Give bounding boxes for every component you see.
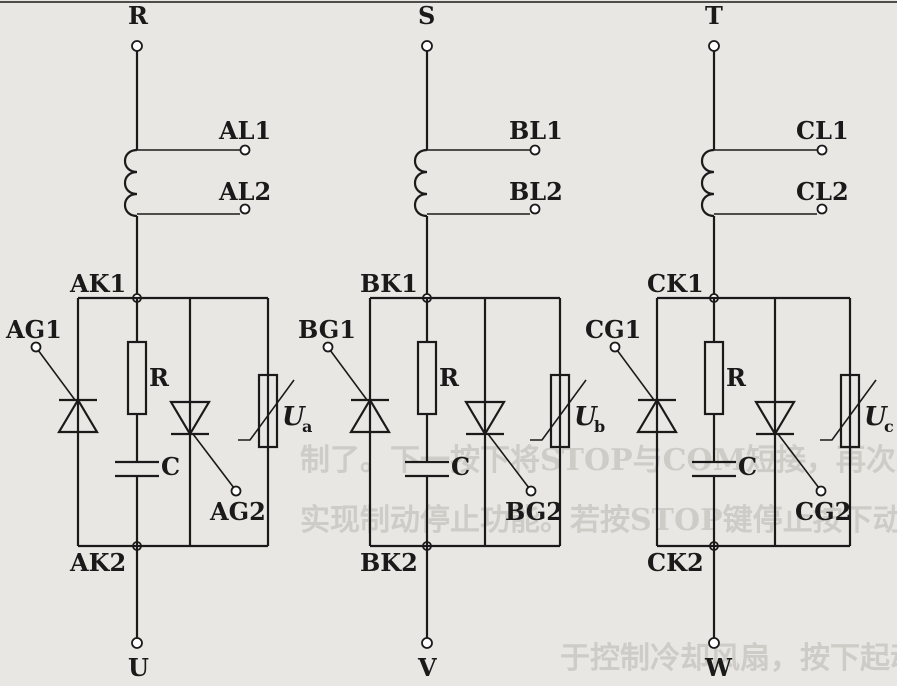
bottom-terminal <box>131 637 143 649</box>
top-node-label: AK1 <box>69 269 126 298</box>
coil-terminal-1 <box>239 144 251 156</box>
scr1-gate-terminal <box>30 341 42 353</box>
scr2-gate-lead <box>192 433 235 489</box>
scr2-gate-terminal <box>815 485 827 497</box>
bottom-node-label: AK2 <box>69 548 126 577</box>
gate1-label: AG1 <box>5 315 62 344</box>
scr1-gate-lead <box>329 349 368 401</box>
resistor <box>416 340 438 416</box>
varistor-subscript: a <box>302 417 312 436</box>
bottom-terminal-label: U <box>128 653 149 681</box>
varistor-label: U <box>864 402 888 432</box>
varistor-slash <box>530 379 587 441</box>
varistor-body <box>839 373 861 449</box>
coil-label-2: CL2 <box>796 177 849 206</box>
top-terminal-label: R <box>128 1 149 30</box>
scr1-gate-lead <box>616 349 655 401</box>
coil-terminal-2 <box>816 203 828 215</box>
coil-label-2: AL2 <box>218 177 271 206</box>
top-node-label: BK1 <box>360 269 418 298</box>
gate2-label: AG2 <box>209 497 266 526</box>
coil-terminal-1 <box>529 144 541 156</box>
varistor-label: U <box>282 402 306 432</box>
coil-label-1: AL1 <box>218 116 271 145</box>
scr1-gate-terminal <box>609 341 621 353</box>
coil-winding <box>413 148 428 218</box>
resistor-label: R <box>439 363 460 392</box>
coil-terminal-1 <box>816 144 828 156</box>
coil-winding <box>123 148 138 218</box>
gate2-label: CG2 <box>795 497 851 526</box>
coil-label-1: CL1 <box>796 116 849 145</box>
coil-label-1: BL1 <box>509 116 563 145</box>
bottom-terminal <box>421 637 433 649</box>
bottom-terminal-label: W <box>704 653 733 681</box>
scr1-gate-terminal <box>322 341 334 353</box>
scr1-gate-lead <box>37 349 76 401</box>
capacitor-label: C <box>161 452 180 481</box>
resistor <box>126 340 148 416</box>
bleed-line-2: 实现制动停止功能。若按STOP键停止按下动断点， <box>300 503 897 538</box>
top-terminal <box>708 40 720 52</box>
coil-terminal-2 <box>239 203 251 215</box>
top-terminal <box>421 40 433 52</box>
capacitor-label: C <box>738 452 757 481</box>
gate1-label: CG1 <box>585 315 641 344</box>
varistor-subscript: b <box>594 417 605 436</box>
top-terminal-label: T <box>705 1 723 30</box>
scr2-triangle <box>464 400 506 437</box>
bottom-terminal <box>708 637 720 649</box>
bottom-node-label: BK2 <box>360 548 418 577</box>
scr2-gate-lead <box>487 433 530 489</box>
scr2-gate-terminal <box>230 485 242 497</box>
scr2-triangle <box>754 400 796 437</box>
top-terminal-label: S <box>418 1 435 30</box>
top-node-label: CK1 <box>647 269 704 298</box>
varistor-subscript: c <box>884 417 894 436</box>
coil-terminal-2 <box>529 203 541 215</box>
coil-label-2: BL2 <box>509 177 563 206</box>
bleed-line-3: 于控制冷却风扇，按下起动按钮时动合点闭合： <box>560 641 897 676</box>
scr2-triangle <box>169 400 211 437</box>
scr1-triangle <box>636 397 678 434</box>
capacitor-label: C <box>451 452 470 481</box>
scr1-triangle <box>349 397 391 434</box>
varistor-body <box>549 373 571 449</box>
varistor-slash <box>820 379 877 441</box>
bottom-terminal-label: V <box>417 653 437 681</box>
gate2-label: BG2 <box>505 497 563 526</box>
resistor-label: R <box>726 363 747 392</box>
coil-winding <box>700 148 715 218</box>
scr2-gate-lead <box>777 433 820 489</box>
top-terminal <box>131 40 143 52</box>
bottom-node-label: CK2 <box>647 548 704 577</box>
scr1-triangle <box>57 397 99 434</box>
gate1-label: BG1 <box>298 315 356 344</box>
scr2-gate-terminal <box>525 485 537 497</box>
varistor-body <box>257 373 279 449</box>
resistor <box>703 340 725 416</box>
resistor-label: R <box>149 363 170 392</box>
varistor-slash <box>238 379 295 441</box>
varistor-label: U <box>574 402 598 432</box>
